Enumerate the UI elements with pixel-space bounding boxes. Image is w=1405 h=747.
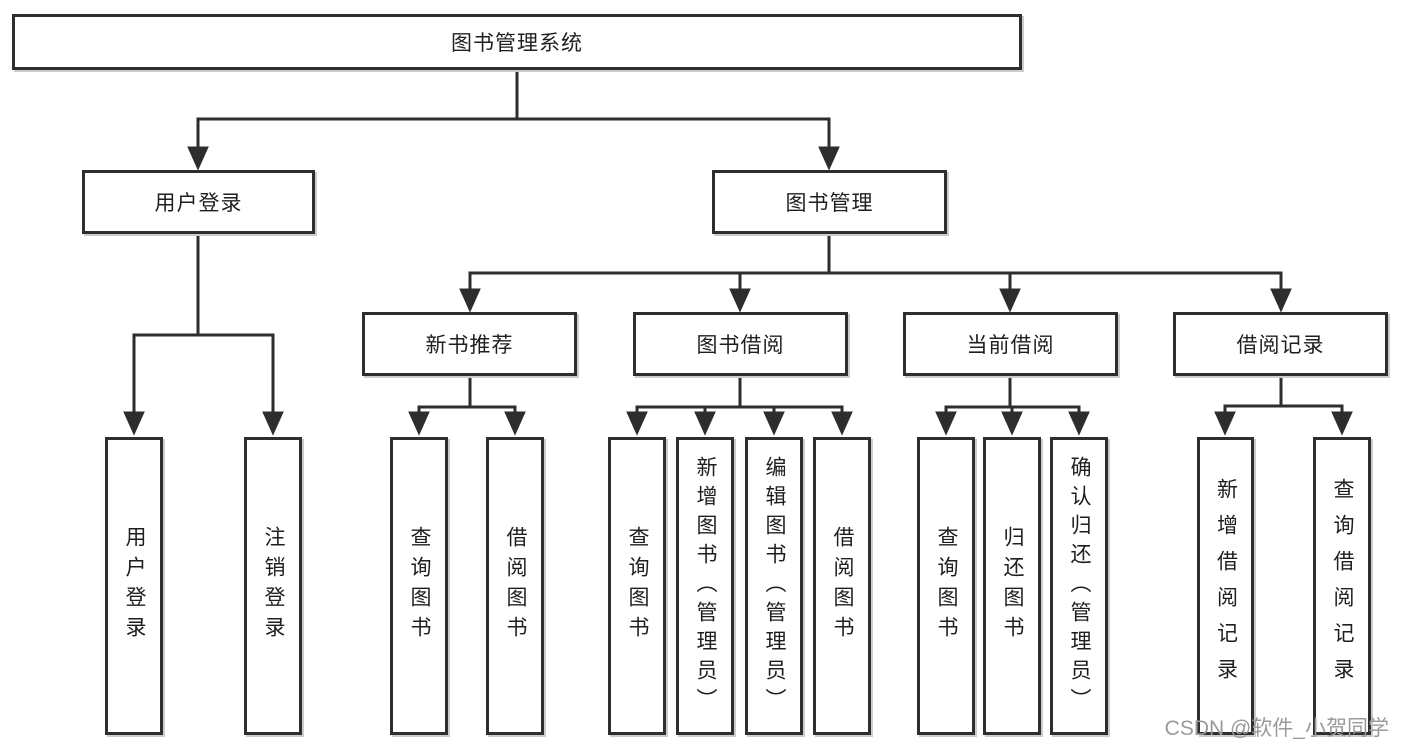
arrow-down-icon — [729, 288, 751, 313]
leaf-logout-label: 注销登录 — [262, 526, 285, 646]
leaf-logout: 注销登录 — [244, 437, 302, 735]
leaf-add-book-admin: 新增图书（管理员） — [676, 437, 734, 735]
leaf-return-book: 归还图书 — [983, 437, 1041, 735]
arrow-down-icon — [187, 146, 209, 171]
node-book-borrowing: 图书借阅 — [633, 312, 848, 376]
leaf-user-login: 用户登录 — [105, 437, 163, 735]
watermark: CSDN @软件_小贺同学 — [1164, 717, 1389, 740]
leaf-add-borrow-record-label: 新增借阅记录 — [1214, 478, 1238, 694]
arrow-down-icon — [408, 411, 430, 436]
leaf-query-borrow-record: 查询借阅记录 — [1313, 437, 1371, 735]
arrow-down-icon — [459, 288, 481, 313]
node-new-book-recommend-label: 新书推荐 — [425, 334, 514, 357]
arrow-down-icon — [818, 146, 840, 171]
leaf-edit-book-admin: 编辑图书（管理员） — [745, 437, 803, 735]
leaf-query-borrow-record-label: 查询借阅记录 — [1331, 478, 1354, 694]
node-book-borrowing-label: 图书借阅 — [696, 334, 785, 357]
leaf-confirm-return-admin: 确认归还（管理员） — [1050, 437, 1108, 735]
arrow-down-icon — [999, 288, 1021, 313]
arrow-down-icon — [935, 411, 957, 436]
node-new-book-recommend: 新书推荐 — [362, 312, 577, 376]
arrow-down-icon — [262, 411, 284, 436]
node-root: 图书管理系统 — [12, 14, 1022, 70]
node-user-login-label: 用户登录 — [154, 192, 243, 215]
leaf-query-books-recommend-label: 查询图书 — [408, 526, 431, 646]
leaf-user-login-label: 用户登录 — [123, 526, 146, 646]
arrow-down-icon — [123, 411, 145, 436]
arrow-down-icon — [1068, 411, 1090, 436]
leaf-confirm-return-admin-label: 确认归还（管理员） — [1068, 455, 1091, 717]
node-root-label: 图书管理系统 — [451, 32, 583, 55]
node-borrowing-records: 借阅记录 — [1173, 312, 1388, 376]
arrow-down-icon — [1001, 411, 1023, 436]
leaf-query-books-recommend: 查询图书 — [390, 437, 448, 735]
leaf-query-books-borrowing: 查询图书 — [608, 437, 666, 735]
node-borrowing-records-label: 借阅记录 — [1236, 334, 1325, 357]
leaf-query-books-borrowing-label: 查询图书 — [626, 526, 649, 646]
arrow-down-icon — [626, 411, 648, 436]
leaf-return-book-label: 归还图书 — [1001, 526, 1024, 646]
node-current-borrowing-label: 当前借阅 — [966, 334, 1055, 357]
node-book-management-label: 图书管理 — [785, 192, 874, 215]
arrow-down-icon — [504, 411, 526, 436]
node-user-login: 用户登录 — [82, 170, 315, 234]
leaf-borrow-books-recommend: 借阅图书 — [486, 437, 544, 735]
leaf-query-books-current: 查询图书 — [917, 437, 975, 735]
leaf-query-books-current-label: 查询图书 — [935, 526, 958, 646]
arrow-down-icon — [1331, 411, 1353, 436]
arrow-down-icon — [1270, 288, 1292, 313]
arrow-down-icon — [831, 411, 853, 436]
leaf-borrow-books-borrowing: 借阅图书 — [813, 437, 871, 735]
leaf-borrow-books-borrowing-label: 借阅图书 — [831, 526, 854, 646]
arrow-down-icon — [694, 411, 716, 436]
leaf-borrow-books-recommend-label: 借阅图书 — [504, 526, 527, 646]
arrow-down-icon — [763, 411, 785, 436]
leaf-add-borrow-record: 新增借阅记录 — [1197, 437, 1254, 735]
leaf-add-book-admin-label: 新增图书（管理员） — [694, 455, 717, 717]
node-book-management: 图书管理 — [712, 170, 947, 234]
arrow-down-icon — [1214, 411, 1236, 436]
leaf-edit-book-admin-label: 编辑图书（管理员） — [763, 455, 786, 717]
node-current-borrowing: 当前借阅 — [903, 312, 1118, 376]
